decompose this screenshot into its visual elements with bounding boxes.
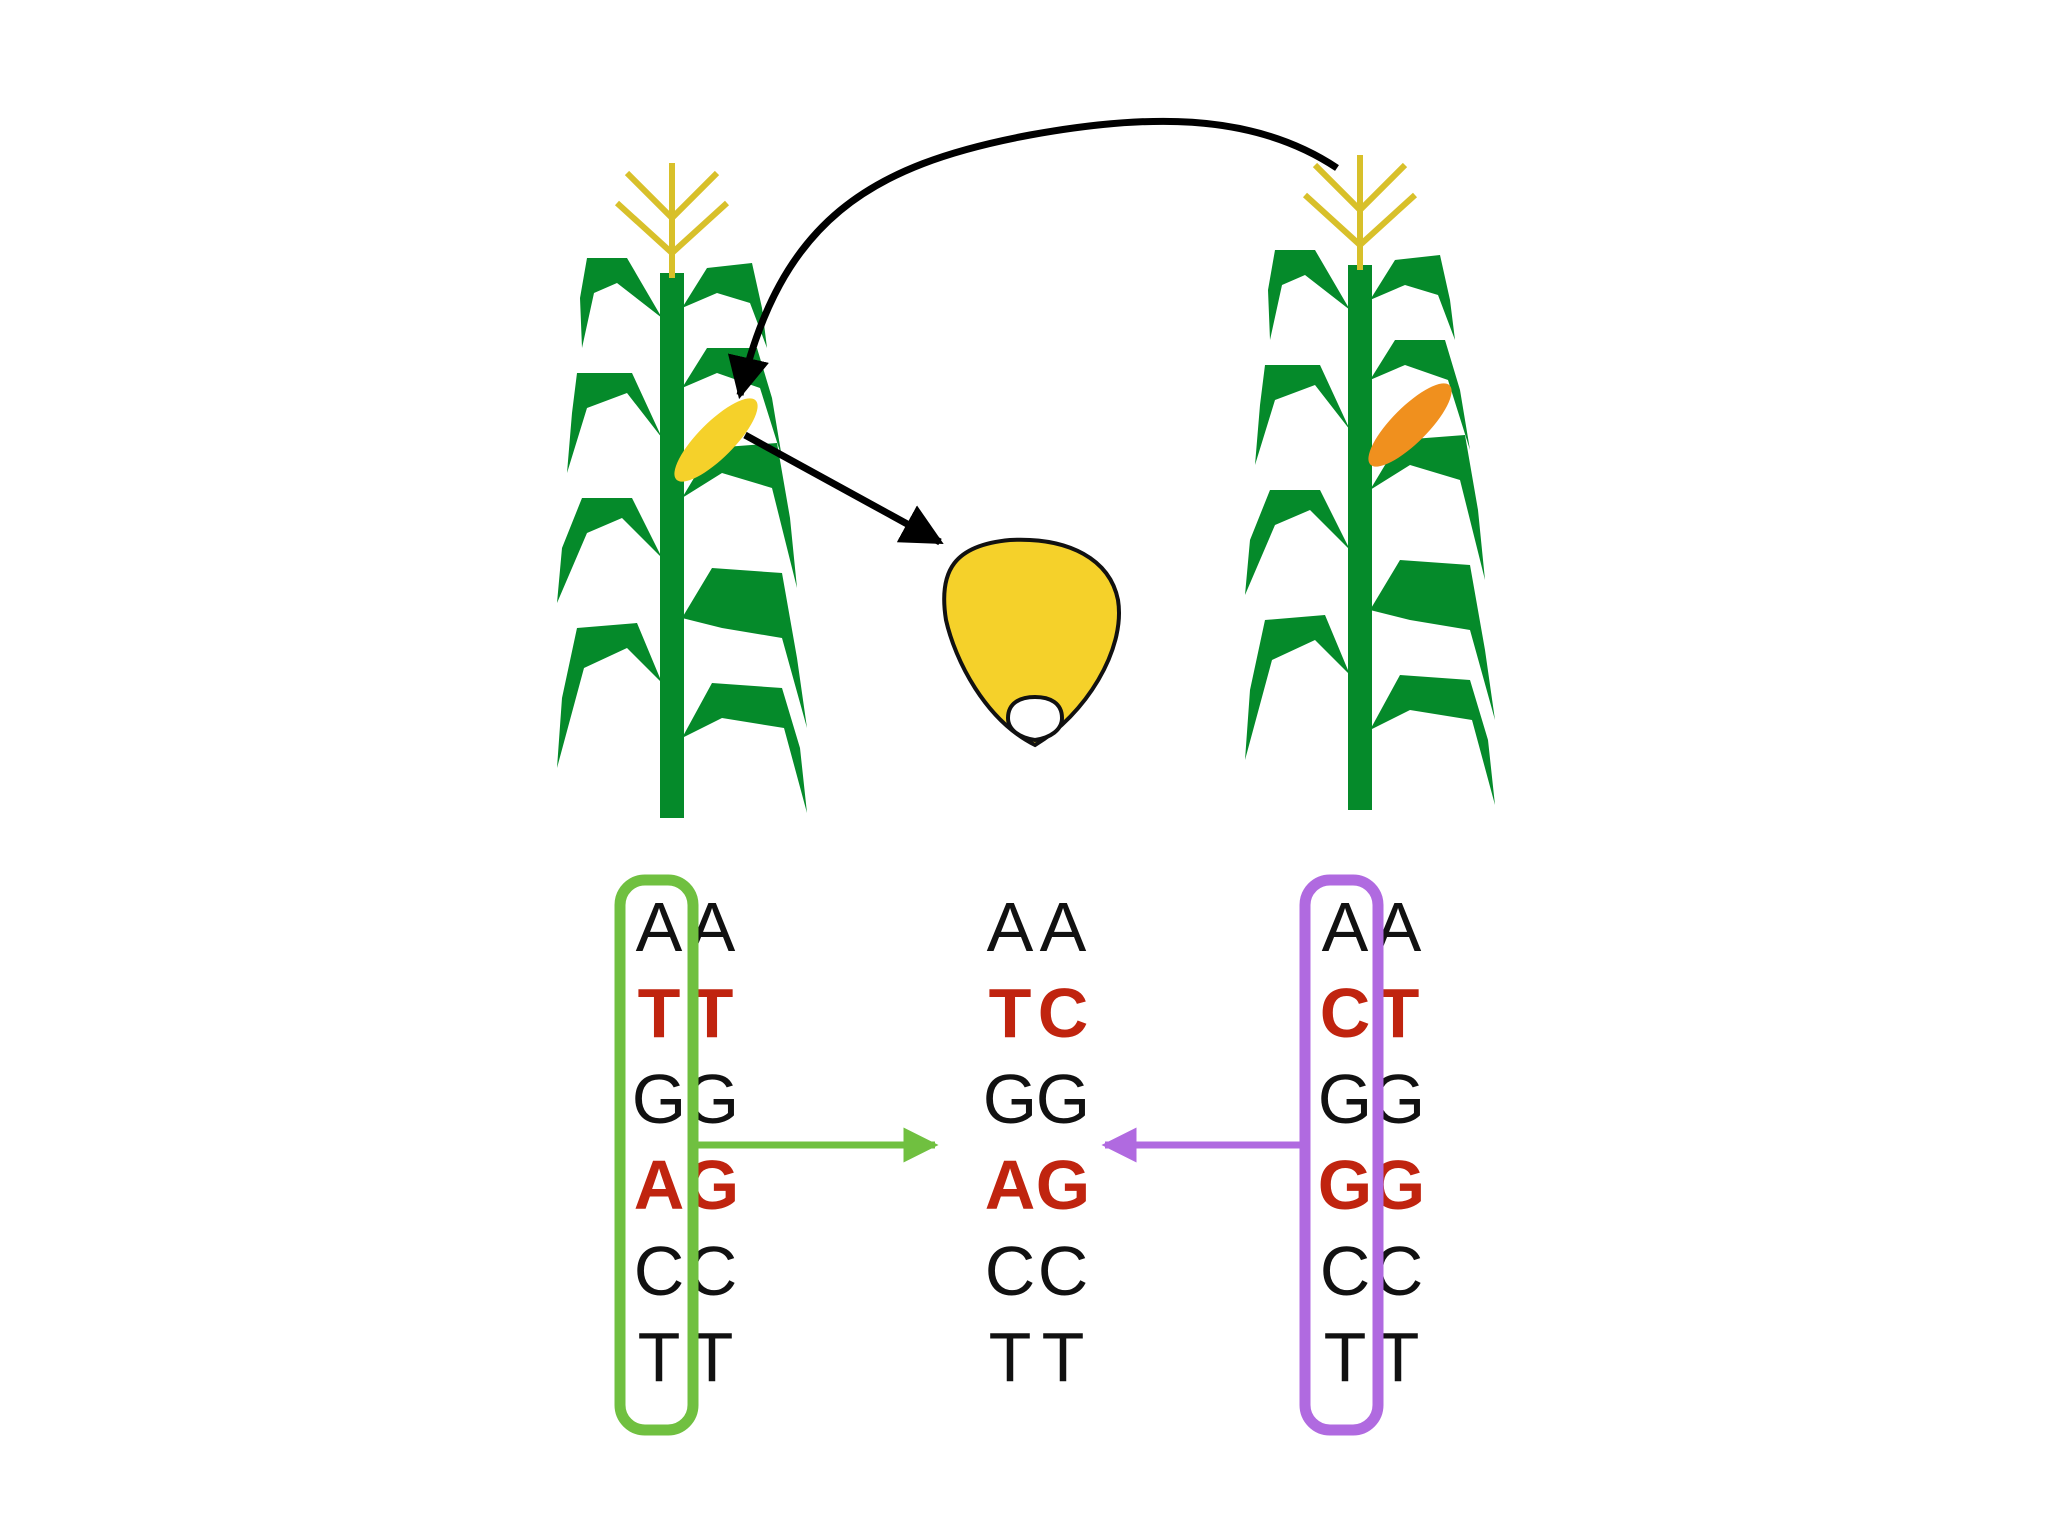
- kernel-germ: [1005, 694, 1065, 743]
- right-strand1-base-4: G: [1318, 1146, 1372, 1224]
- middle-strand1-base-6: T: [989, 1318, 1032, 1396]
- paternal-strand-box: [1299, 874, 1384, 1436]
- right-tassel: [1305, 155, 1415, 270]
- middle-strand2-base-3: G: [1036, 1060, 1090, 1138]
- maternal-strand-box: [614, 874, 699, 1436]
- right-ear-orange: [1368, 383, 1452, 467]
- left-strand1-base-2: T: [638, 974, 681, 1052]
- middle-strand2-base-2: C: [1038, 974, 1089, 1052]
- middle-strand2-base-1: A: [1040, 888, 1087, 966]
- middle-strand2-base-6: T: [1042, 1318, 1085, 1396]
- corn-kernel: [942, 537, 1121, 748]
- right-strand2-base-2: T: [1377, 974, 1420, 1052]
- left-ear-yellow: [674, 398, 758, 482]
- middle-strand2-base-4: G: [1036, 1146, 1090, 1224]
- middle-strand2-base-5: C: [1038, 1232, 1089, 1310]
- right-strand1-base-2: C: [1320, 974, 1371, 1052]
- left-strand1-base-4: A: [634, 1146, 685, 1224]
- right-strand2-base-6: T: [1377, 1318, 1420, 1396]
- middle-strand1-base-1: A: [987, 888, 1034, 966]
- left-strand1-base-3: G: [632, 1060, 686, 1138]
- left-strand1-base-5: C: [634, 1232, 685, 1310]
- middle-strand1-base-3: G: [983, 1060, 1037, 1138]
- left-strand1-base-6: T: [638, 1318, 681, 1396]
- right-strand1-base-1: A: [1322, 888, 1369, 966]
- left-strand1-base-1: A: [636, 888, 683, 966]
- left-tassel: [617, 163, 727, 278]
- middle-strand1-base-5: C: [985, 1232, 1036, 1310]
- middle-strand1-base-4: A: [985, 1146, 1036, 1224]
- right-strand1-base-5: C: [1320, 1232, 1371, 1310]
- middle-strand1-base-2: T: [989, 974, 1032, 1052]
- right-strand1-base-6: T: [1324, 1318, 1367, 1396]
- right-strand1-base-3: G: [1318, 1060, 1372, 1138]
- left-corn-plant: [557, 258, 807, 818]
- ear-to-kernel-arrow: [743, 431, 944, 546]
- pollination-arrow: [727, 117, 1339, 400]
- right-corn-plant: [1245, 250, 1495, 810]
